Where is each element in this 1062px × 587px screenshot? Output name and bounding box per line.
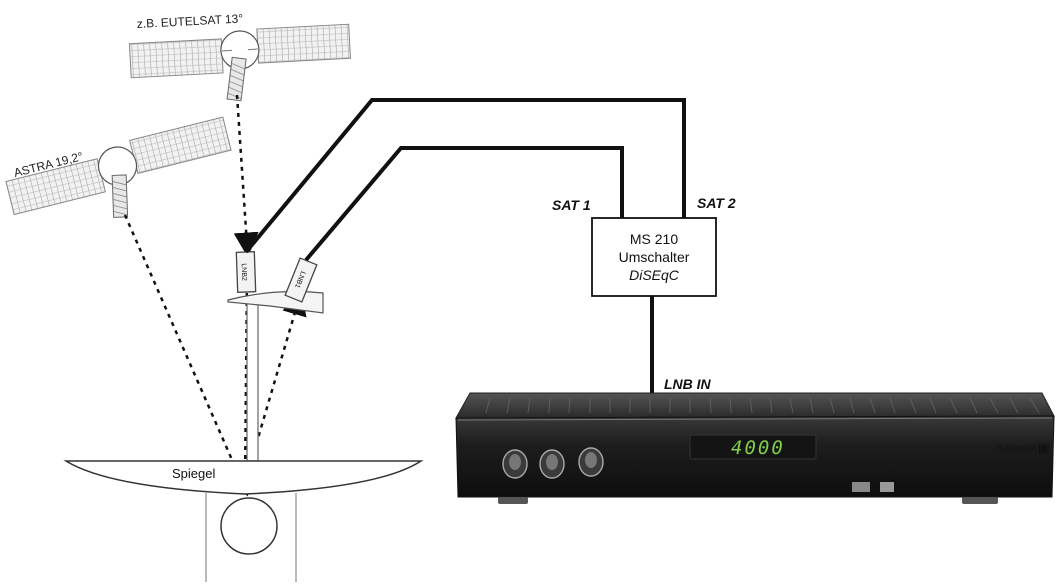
signal-mirror-to-lnb [249,290,307,463]
lnb-assembly: LNB2 LNB1 [227,251,324,462]
receiver-brand: SAMMSAT [998,444,1042,454]
port-sat2-label: SAT 2 [697,195,736,211]
mirror: Spiegel [63,460,424,582]
signal-eutelsat-to-lnb [233,94,259,258]
receiver-usb-port-icon [852,482,870,492]
signal-paths [123,94,307,497]
receiver-knob-1 [502,449,528,479]
cable-sat1 [304,146,624,262]
diseqc-switch: MS 210 Umschalter DiSEqC [591,217,717,297]
receiver-foot-left [498,497,528,504]
knob-2-label: LNB [545,486,559,493]
receiver-dolby-icon [880,482,894,492]
switch-type: Umschalter [619,249,690,265]
switch-model: MS 210 [630,231,678,247]
mirror-label: Spiegel [172,466,215,481]
receiver-knob-3 [578,447,604,477]
receiver-brand-icon: ▣ [1038,440,1050,455]
receiver-display-text: 4000 [731,437,785,459]
satellite-astra: ASTRA 19,2° [5,116,232,218]
switch-protocol: DiSEqC [629,267,680,283]
receiver-knob-2 [539,449,565,479]
receiver-usb-label: USB [826,483,845,493]
lnb-label-a: LNB2 [240,263,248,281]
port-lnb-in-label: LNB IN [664,376,712,392]
satellite-eutelsat-label: z.B. EUTELSAT 13° [136,11,243,31]
cables [244,98,686,394]
receiver-model-code: DX 4000 HD [906,486,945,493]
satellite-eutelsat: z.B. EUTELSAT 13° [128,11,352,102]
cable-sat2 [244,98,686,254]
receiver-display [689,434,817,460]
receiver-foot-right [962,497,998,504]
satellite-receiver: LNB CH+ 4000 SAMMSAT ▣ USB DX 4000 HD Di… [455,392,1055,504]
receiver-model-text: Digital Satellite Receiver [952,486,1029,493]
knob-3-label: CH+ [584,486,598,493]
port-sat1-label: SAT 1 [552,197,591,213]
signal-astra-to-mirror [123,214,250,497]
